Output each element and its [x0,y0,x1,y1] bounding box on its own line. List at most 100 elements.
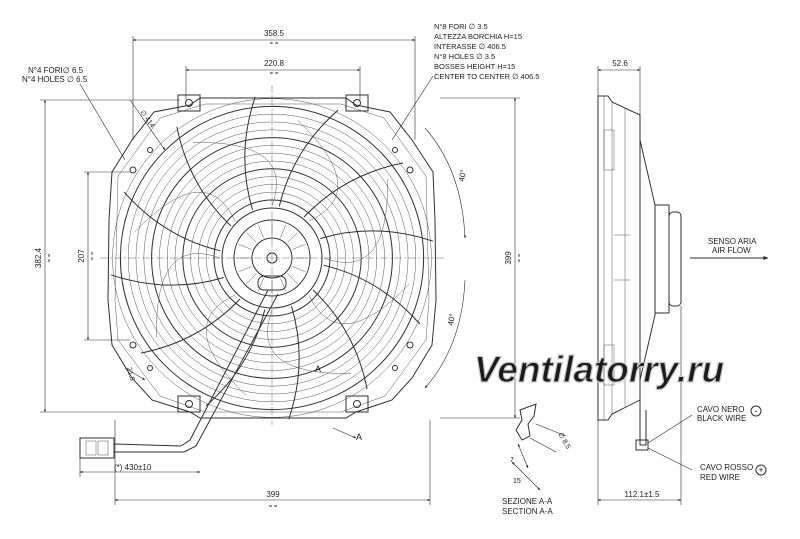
guard-ring [205,191,339,325]
guard-ring [119,105,425,411]
dim-399-horizontal-equal: = = [269,504,278,510]
dim-382-4: 382.4 [34,247,43,268]
mounting-tabs [177,94,369,413]
boss-note-line-6: CENTER TO CENTER ∅ 406.5 [434,72,539,81]
cable-right-edge [183,293,279,453]
dim-7: 7 [510,457,514,464]
guard-ring [143,129,401,387]
guard-spoke [288,306,300,420]
guard-ring [159,145,385,371]
section-marker-bottom: A [356,432,362,442]
leader-bosses [391,75,434,141]
guard-spoke [244,96,256,210]
dim-line-7 [517,443,529,469]
section-ext-1 [535,423,567,437]
guard-spoke [312,289,368,390]
section-marker-top: A [315,364,321,374]
side-cable-exit [639,400,647,446]
black-wire-label-en: BLACK WIRE [697,414,746,423]
angle-top-40: 40° [457,169,468,182]
boss-1 [129,166,137,174]
dim-52-6: 52.6 [612,59,628,68]
side-motor-cap [668,211,682,307]
cable-end-top [113,443,182,447]
fan-blade [205,294,247,396]
section-title-en: SECTION A-A [502,507,553,516]
dim-382-4-equal: = = [47,253,53,262]
boss-7 [147,365,153,371]
boss-note-line-3: INTERASSE ∅ 406.5 [434,42,506,51]
dim-line-21-5 [124,367,146,381]
guard-rings [112,98,432,418]
dim-220-8-equal: = = [270,71,279,77]
drawing-notes: N°4 FORI∅ 6.5 N°4 HOLES ∅ 6.5 N°8 FORI ∅… [22,22,539,84]
watermark: Ventilatorry.ru [474,349,724,390]
side-wire-terminal [635,439,649,451]
black-wire-label-it: CAVO NERO [697,405,744,414]
side-motor-body [654,204,670,314]
mounting-hole-top-right [353,99,361,107]
guard-spoke [278,109,339,207]
connector-pin-2 [97,440,109,456]
guard-ring [174,160,370,356]
connector-housing [257,275,287,291]
fan-blade [156,253,221,338]
guard-spokes [110,96,434,420]
mounting-hole-bottom-right [353,400,361,408]
dim-430-cable-length: (*) 430±10 [114,463,152,472]
motor-hub [221,207,323,309]
guard-ring [151,137,393,379]
guard-ring [166,152,378,364]
front-view: A A [79,85,445,459]
boss-2 [406,166,414,174]
hub-rib [238,266,252,273]
section-ext-2 [529,437,557,453]
boss-note-line-2: ALTEZZA BORCHIA H=15 [434,32,522,41]
guard-ring [127,113,417,403]
hub-rib [246,273,257,284]
boss-note-line-5: BOSSES HEIGHT H=15 [434,62,515,71]
dim-8-5: ∅ 8.5 [556,432,571,451]
mounting-bosses [129,147,414,371]
holes-note-en: N°4 HOLES ∅ 6.5 [22,75,88,84]
motor-hub-ring [233,219,311,297]
dim-399-vertical-equal: = = [517,253,523,262]
hub-rib [246,232,257,243]
fan-blade [323,178,388,263]
dim-line-15 [511,461,541,491]
dim-220-8: 220.8 [264,59,285,68]
side-tab-top [603,129,615,171]
guard-ring [112,98,432,418]
angle-bottom-40: 40° [446,313,457,326]
section-title-it: SEZIONE A-A [502,497,553,506]
angle-arc-top [424,127,467,239]
fan-blade [192,142,277,207]
hub-rib [287,232,298,243]
dim-207-equal: = = [90,251,96,260]
positive-terminal-sign: + [758,465,763,475]
hub-rib [287,273,298,284]
guard-ring [190,176,354,340]
leader-holes [79,83,126,161]
mounting-tab-top-left [177,94,201,112]
boss-note-line-4: N°8 HOLES ∅ 3.5 [434,52,495,61]
guard-ring [198,184,346,332]
boss-3 [129,341,137,349]
mounting-hole-top-left [185,99,193,107]
fan-guard-grille [110,96,434,420]
motor-hub-center [251,237,293,279]
holes-note-it: N°4 FORI∅ 6.5 [28,66,84,75]
red-wire-leader [647,447,693,471]
guard-spoke [323,264,421,325]
side-guard-profile [639,139,656,381]
fan-blade [308,283,410,325]
mounting-tab-top-right [345,94,369,112]
negative-terminal-icon [750,405,762,417]
positive-terminal-icon [755,464,767,476]
airflow-label-en: AIR FLOW [712,246,751,255]
boss-5 [147,147,153,153]
mounting-tab-bottom-left [177,395,201,413]
fan-shroud-inner-outline [114,103,430,413]
dim-112-1: 112.1±1.5 [625,490,660,499]
